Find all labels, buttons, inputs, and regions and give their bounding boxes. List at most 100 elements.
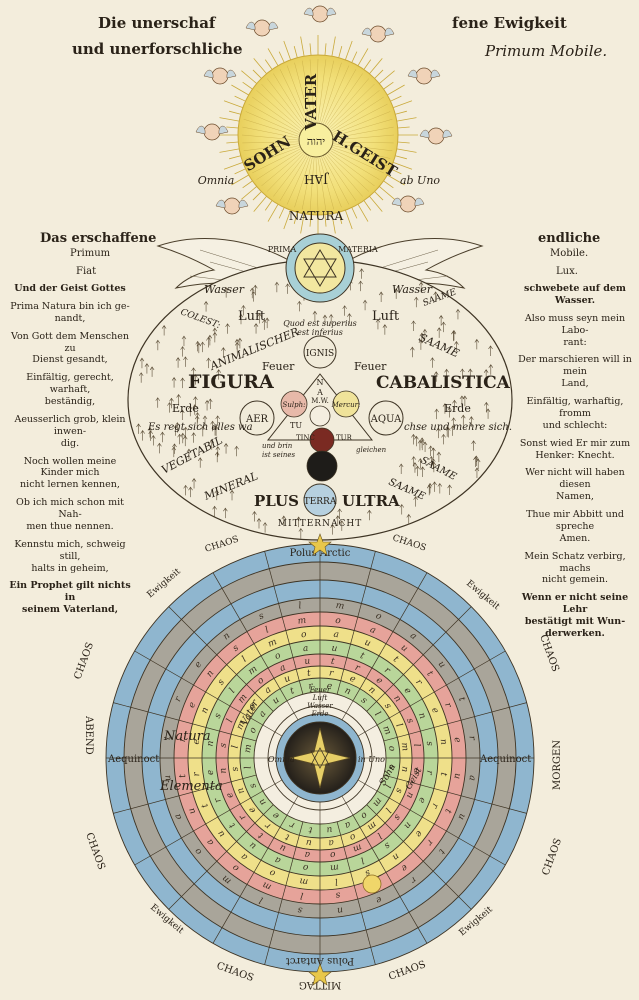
svg-text:u: u [451,772,462,779]
svg-text:n: n [200,706,212,715]
svg-text:r: r [263,820,273,831]
verse-line: beständig, [44,396,96,407]
svg-text:n: n [236,786,248,795]
svg-text:t: t [442,807,453,815]
verse-line: Von Gott dem Menschen zu [10,330,130,354]
chaos-lower-right-label: CHAOS [540,837,564,877]
wheel-luft-label: Luft [312,694,328,702]
svg-text:e: e [374,675,384,686]
left-heading-sub1: Primum [70,248,111,259]
svg-text:e: e [452,737,463,744]
quod-est-label: Quod est superius [283,319,357,328]
svg-text:e: e [402,686,413,696]
figura-label: FIGURA [188,371,274,393]
svg-text:l: l [258,894,265,904]
polus-arctic-label: Polus Arctic [290,548,351,559]
svg-text:a: a [239,851,249,862]
wasser-left-label: Wasser [204,283,245,296]
sulphur-circle [280,390,308,418]
svg-text:m: m [267,637,279,650]
svg-text:a: a [263,685,273,696]
svg-text:u: u [363,638,372,650]
svg-text:t: t [391,655,400,665]
svg-text:o: o [348,831,357,843]
svg-text:n: n [222,631,233,643]
verse-line: Einfältig, gerecht, warhaft, [26,372,114,396]
svg-text:s: s [386,764,397,770]
svg-text:l: l [243,765,253,769]
header-right-line2: Primum Mobile. [485,42,608,60]
verse-line: Thue mir Abbitt und spreche [526,509,624,532]
svg-text:e: e [271,810,281,821]
right-verse-column: schwebete auf dem Wasser. Also muss seyn… [512,283,638,640]
erde-left-label: Erde [172,402,199,415]
wheel-in-uno-label: in Uno [358,755,385,764]
mercur-label: Mercur: [331,401,361,409]
svg-text:r: r [382,665,392,676]
svg-text:n: n [416,711,428,720]
chse-label: chse und mehre sich. [404,422,512,433]
verse-line: Ob ich mich schon mit Nah- [16,497,124,520]
svg-text:s: s [216,677,227,687]
verse-line: Noch wollen meine Kinder mich [23,455,117,479]
svg-text:e: e [225,791,236,800]
verse-line: Henker: Knecht. [535,449,615,461]
verse-line: bestätigt mit Wun- [524,616,626,627]
svg-text:l: l [228,687,238,695]
svg-text:o: o [268,867,277,879]
verse-line: Dienst gesandt, [32,354,108,366]
svg-text:u: u [399,643,410,655]
svg-text:o: o [358,810,369,822]
svg-text:o: o [374,611,383,623]
svg-text:n: n [206,740,217,747]
wheel-feuer-label: Feuer [309,686,331,694]
svg-text:o: o [273,650,282,662]
verse-line: men thue nennen. [26,520,114,532]
svg-text:t: t [436,847,446,856]
verse-line: nicht lernen kennen, [20,479,120,491]
svg-text:t: t [330,657,335,667]
svg-text:s: s [213,712,224,720]
chaos-left-label: CHAOS [72,641,96,681]
svg-text:t: t [178,773,188,778]
sun-abuno-label: ab Uno [400,174,440,187]
ignis-circle [303,335,337,369]
svg-text:r: r [308,681,314,692]
svg-text:o: o [300,630,307,641]
svg-text:n: n [404,791,416,800]
polus-antarct-label: Polus Antarct [286,955,354,966]
svg-text:u: u [271,695,282,707]
svg-text:t: t [306,668,311,678]
wheel-natura-label: Natura [163,729,211,744]
svg-text:r: r [288,819,296,830]
svg-text:m: m [351,841,363,854]
svg-text:e: e [247,805,258,815]
tur-label: TUR [336,434,353,442]
svg-text:l: l [300,890,304,900]
compass-star-icon [289,727,351,789]
verse-line: halts in geheim, [31,562,109,574]
verse-line: Und der Geist Gottes [14,283,126,294]
svg-text:e: e [326,681,333,692]
svg-text:m: m [299,875,309,886]
terra-label: TERRA [304,497,337,507]
sun-jah-label: JAH [304,172,330,186]
svg-text:a: a [408,631,418,642]
sun-face-icon [362,874,382,894]
svg-text:m: m [261,879,273,892]
header-right-line1: fene Ewigkeit [452,14,567,32]
sun-inner-rays [241,58,395,212]
svg-text:a: a [333,630,340,641]
hexagram-icon [303,249,337,287]
n-label: N [317,378,324,387]
svg-text:t: t [438,772,448,777]
verse-line: Also muss seyn mein Labo- [524,312,626,336]
wheel-spokes [106,544,534,972]
verse-line: Ein Prophet gilt nichts in [9,580,131,604]
svg-text:m: m [399,742,410,752]
south-star-icon [308,963,332,986]
verse-line: Der marschieren will in mein [518,354,632,378]
svg-text:a: a [302,644,309,655]
